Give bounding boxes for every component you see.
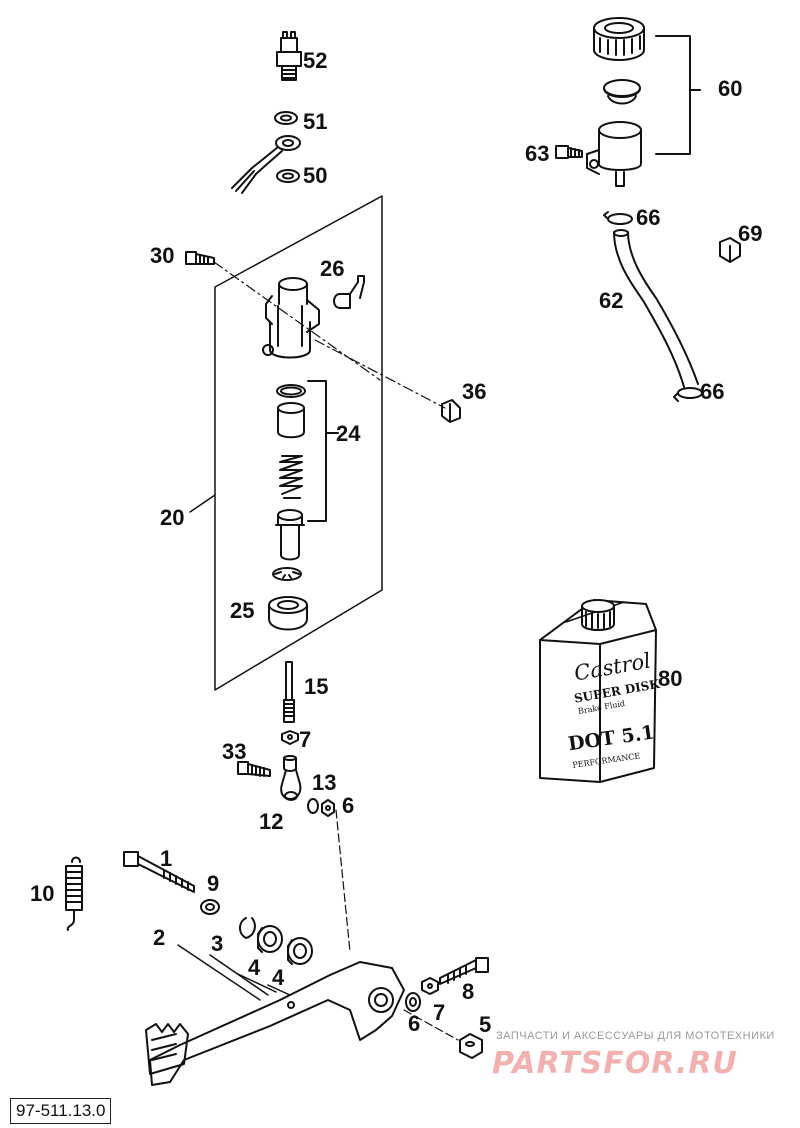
part-51-washer xyxy=(274,111,298,125)
part-2-brake-pedal xyxy=(145,961,405,1086)
callout-6-bottom: 6 xyxy=(408,1011,421,1036)
callout-66-bottom: 66 xyxy=(700,379,725,404)
bracket-24 xyxy=(307,380,339,522)
callout-63: 63 xyxy=(525,141,550,166)
callout-12: 12 xyxy=(259,809,284,834)
part-60-reservoir-cap xyxy=(593,17,645,105)
part-4-bearing-b xyxy=(287,937,313,965)
part-7-nut-bottom xyxy=(421,977,439,995)
bracket-60 xyxy=(655,35,701,155)
part-52-brake-light-switch xyxy=(276,31,302,81)
axis-line-nut xyxy=(403,1009,459,1041)
part-36-grommet xyxy=(441,399,461,423)
part-66-hose-clamp-bottom xyxy=(673,387,703,402)
callout-26: 26 xyxy=(320,256,345,281)
callout-13: 13 xyxy=(312,770,337,795)
part-6-washer-bottom xyxy=(405,992,421,1012)
callout-33: 33 xyxy=(222,739,247,764)
axis-line-pedal xyxy=(335,809,351,953)
part-10-return-spring xyxy=(65,856,83,931)
callout-66-top: 66 xyxy=(636,205,661,230)
part-62-hose xyxy=(613,229,699,388)
part-banjo-hose xyxy=(231,135,301,194)
part-30-bolt xyxy=(185,251,215,265)
part-63-screw xyxy=(555,145,583,159)
callout-51: 51 xyxy=(303,109,328,134)
callout-20: 20 xyxy=(160,505,185,530)
part-26-elbow-fitting xyxy=(333,275,365,309)
part-4-bearing-a xyxy=(257,925,283,953)
part-50-washer xyxy=(276,169,300,183)
part-o-ring xyxy=(276,384,306,398)
callout-4-b: 4 xyxy=(272,965,285,990)
axis-line-30 xyxy=(213,261,381,381)
callout-30: 30 xyxy=(150,243,175,268)
callout-1: 1 xyxy=(160,846,173,871)
diagram-reference-code: 97-511.13.0 xyxy=(10,1098,112,1124)
callout-5: 5 xyxy=(479,1012,492,1037)
assembly-frame-20 xyxy=(214,195,383,691)
callout-24: 24 xyxy=(336,421,361,446)
part-sleeve xyxy=(277,402,305,439)
callout-7-top: 7 xyxy=(299,727,312,752)
part-69-nut xyxy=(719,237,741,263)
part-1-pivot-bolt xyxy=(123,851,195,893)
part-master-cylinder-body xyxy=(262,277,320,359)
part-reservoir-body xyxy=(586,121,642,187)
part-12-clevis xyxy=(280,755,302,801)
watermark-brand: PARTSFOR.RU xyxy=(492,1046,738,1081)
callout-80: 80 xyxy=(658,666,683,691)
leaders-pedal xyxy=(177,944,293,1001)
callout-6-top: 6 xyxy=(342,793,355,818)
callout-52: 52 xyxy=(303,48,328,73)
part-9-washer xyxy=(200,899,220,915)
part-13-washer xyxy=(307,798,319,814)
callout-69: 69 xyxy=(738,221,763,246)
callout-7-bottom: 7 xyxy=(433,1000,446,1025)
callout-3: 3 xyxy=(211,931,224,956)
part-25-dust-boot xyxy=(268,596,308,631)
part-7-nut-top xyxy=(281,730,299,745)
callout-15: 15 xyxy=(304,674,329,699)
part-3-circlip xyxy=(239,917,256,939)
part-8-bolt xyxy=(439,957,489,985)
part-spring xyxy=(279,455,303,499)
part-80-brake-fluid-bottle xyxy=(539,599,657,783)
leader-20 xyxy=(189,494,216,513)
callout-10: 10 xyxy=(30,881,55,906)
part-15-push-rod xyxy=(283,661,295,723)
callout-8: 8 xyxy=(462,979,475,1004)
part-66-hose-clamp-top xyxy=(603,211,633,225)
callout-36: 36 xyxy=(462,379,487,404)
callout-25: 25 xyxy=(230,598,255,623)
part-circlip xyxy=(272,567,302,581)
callout-4-a: 4 xyxy=(248,955,261,980)
callout-62: 62 xyxy=(599,288,624,313)
callout-9: 9 xyxy=(207,871,220,896)
part-6-nut-top xyxy=(321,799,335,817)
callout-50: 50 xyxy=(303,163,328,188)
part-piston xyxy=(275,509,305,561)
axis-line-36 xyxy=(314,339,446,409)
watermark-caption: ЗАПЧАСТИ И АКСЕССУАРЫ ДЛЯ МОТОТЕХНИКИ xyxy=(496,1030,775,1042)
callout-2: 2 xyxy=(153,925,166,950)
part-33-screw xyxy=(237,761,271,777)
part-5-nut xyxy=(459,1033,483,1059)
callout-60: 60 xyxy=(718,76,743,101)
